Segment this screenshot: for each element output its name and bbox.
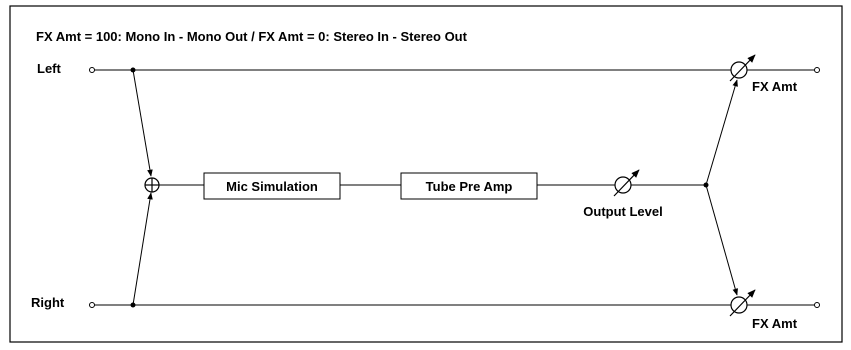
left-input-terminal	[89, 67, 95, 73]
mic-simulation-label: Mic Simulation	[226, 179, 318, 194]
fx-amt-bottom-knob-icon	[729, 289, 756, 317]
split-to-bottom-mixer-arrow	[705, 184, 738, 296]
diagram-title: FX Amt = 100: Mono In - Mono Out / FX Am…	[36, 29, 468, 44]
summing-node	[144, 177, 160, 193]
output-level-knob-icon	[613, 169, 640, 197]
right-input-label: Right	[31, 295, 65, 310]
right-to-sum-arrow	[132, 192, 153, 306]
fx-amt-bottom-label: FX Amt	[752, 316, 798, 331]
right-output-terminal	[814, 302, 820, 308]
right-input-terminal	[89, 302, 95, 308]
fx-amt-top-knob-icon	[729, 54, 756, 82]
left-output-terminal	[814, 67, 820, 73]
left-to-sum-arrow	[132, 69, 153, 177]
tube-pre-amp-label: Tube Pre Amp	[426, 179, 513, 194]
output-level-label: Output Level	[583, 204, 662, 219]
mic-simulation-block	[203, 172, 341, 200]
diagram-frame	[9, 5, 843, 343]
tube-pre-amp-block	[400, 172, 538, 200]
split-to-top-mixer-arrow	[705, 79, 738, 186]
left-input-label: Left	[37, 61, 62, 76]
fx-amt-top-label: FX Amt	[752, 79, 798, 94]
